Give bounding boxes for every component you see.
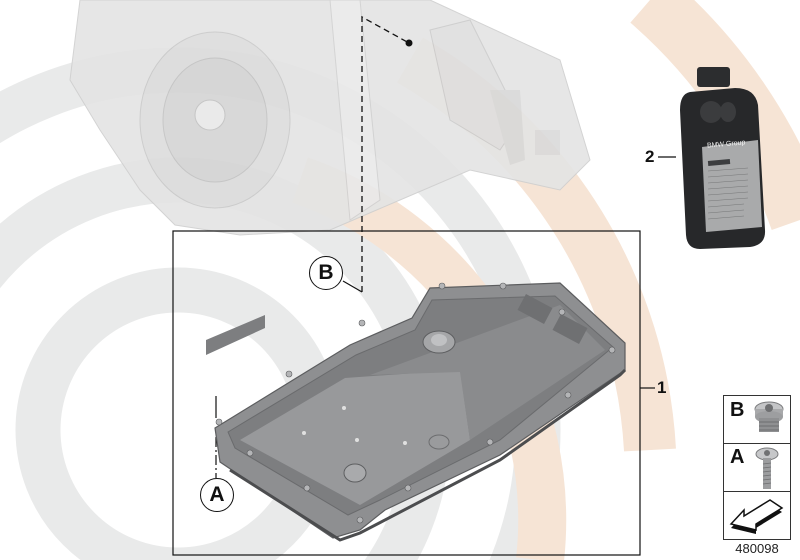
legend-row-b: B [724, 396, 790, 444]
legend-letter-a: A [730, 446, 745, 468]
fastener-legend: B A [723, 395, 791, 540]
callout-a: A [200, 478, 234, 512]
legend-row-arrow [724, 492, 790, 540]
legend-row-a: A [724, 444, 790, 492]
position-number-2: 2 [645, 147, 655, 166]
position-number-1: 1 [657, 378, 667, 397]
torx-bolt-icon [755, 447, 779, 489]
legend-letter-b: B [730, 399, 745, 421]
callout-b: B [309, 256, 343, 290]
screw-plug-icon [754, 401, 784, 432]
diagram-id-number: 480098 [735, 541, 779, 556]
arrow-down-left-icon [729, 499, 784, 534]
